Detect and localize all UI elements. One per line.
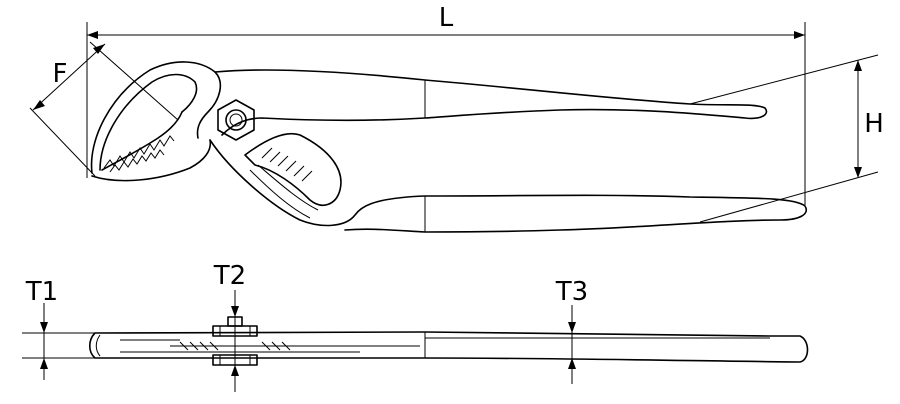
upper-handle [214,69,768,136]
dimension-height: H [689,54,884,223]
upper-jaw [90,61,222,174]
top-view-jaw-line [120,339,420,353]
label-thickness-tip: T1 [25,277,58,307]
dimension-thickness-joint: T2 [213,261,246,392]
pivot-nut [217,99,255,141]
label-height: H [864,109,884,139]
top-view-body [88,331,809,363]
label-jaw-opening: F [53,59,68,89]
pliers-top-view [88,316,809,366]
top-view-ridges [179,341,291,351]
top-view-handle-line [424,332,770,358]
pliers-side-view [90,61,807,233]
lower-jaw-teeth [109,149,165,173]
label-thickness-handle: T3 [555,277,588,307]
label-length: L [439,3,454,33]
lower-handle [209,139,807,233]
label-thickness-joint: T2 [213,261,246,291]
top-view-tip [95,334,101,357]
dimension-thickness-handle: T3 [555,277,588,384]
lower-jaw [91,111,212,182]
slot-ridges [249,147,319,219]
dimension-thickness-tip: T1 [22,277,95,380]
dimension-length: L [86,3,806,205]
dimension-jaw-opening: F [29,41,179,177]
adjustment-slot [244,133,342,206]
